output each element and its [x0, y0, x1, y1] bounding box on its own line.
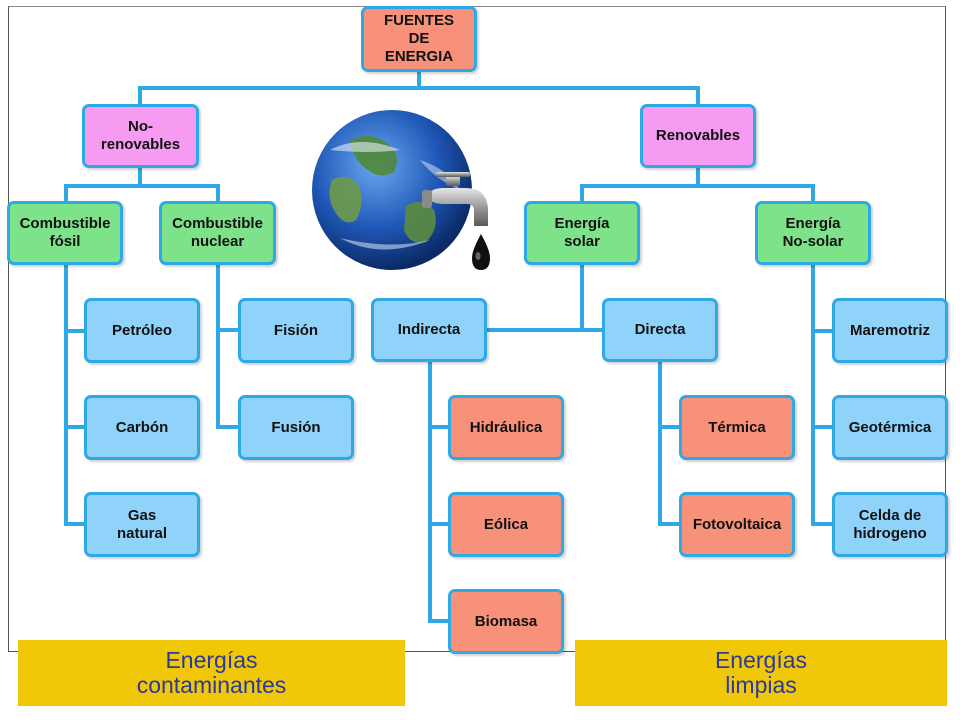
node-directa: Directa [602, 298, 718, 362]
node-energia-no-solar: Energía No-solar [755, 201, 871, 265]
node-fuentes-de-energia: FUENTES DE ENERGIA [361, 6, 477, 72]
node-combustible-fosil: Combustible fósil [7, 201, 123, 265]
connector-root [138, 68, 700, 106]
node-maremotriz: Maremotriz [832, 298, 948, 363]
connector-directa [658, 360, 681, 526]
connector-no-renovables [64, 166, 220, 203]
node-fotovoltaica: Fotovoltaica [679, 492, 795, 557]
node-no-renovables: No- renovables [82, 104, 199, 168]
banner-energias-limpias: Energías limpias [575, 640, 947, 706]
node-indirecta: Indirecta [371, 298, 487, 362]
connector-nuclear [216, 263, 240, 429]
node-biomasa: Biomasa [448, 589, 564, 654]
node-celda-de-hidrogeno: Celda de hidrogeno [832, 492, 948, 557]
node-fusion: Fusión [238, 395, 354, 460]
node-termica: Térmica [679, 395, 795, 460]
connector-renovables [580, 166, 815, 203]
node-renovables: Renovables [640, 104, 756, 168]
earth-globe-illustration [312, 110, 490, 270]
connector-solar [485, 263, 604, 332]
node-petroleo: Petróleo [84, 298, 200, 363]
node-eolica: Eólica [448, 492, 564, 557]
node-geotermica: Geotérmica [832, 395, 948, 460]
node-gas-natural: Gas natural [84, 492, 200, 557]
connector-no-solar [811, 263, 834, 526]
node-fision: Fisión [238, 298, 354, 363]
node-carbon: Carbón [84, 395, 200, 460]
connector-fosil [64, 263, 86, 526]
node-combustible-nuclear: Combustible nuclear [159, 201, 276, 265]
node-hidraulica: Hidráulica [448, 395, 564, 460]
node-energia-solar: Energía solar [524, 201, 640, 265]
connector-indirecta [428, 360, 450, 623]
banner-energias-contaminantes: Energías contaminantes [18, 640, 405, 706]
